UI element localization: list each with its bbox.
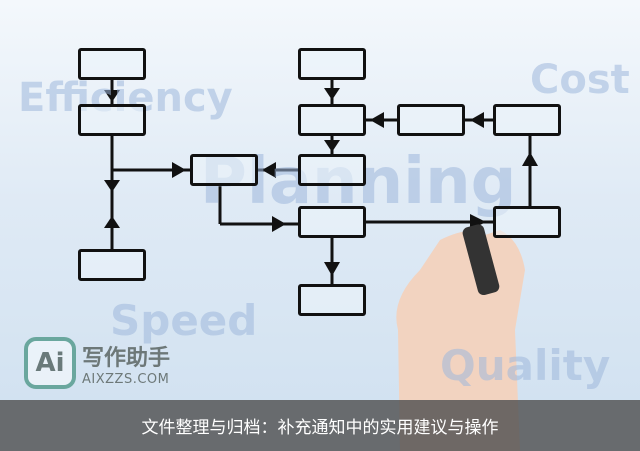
bg-word-speed: Speed (110, 296, 258, 345)
ai-logo-icon: Ai (24, 337, 76, 389)
bg-word-cost: Cost (530, 57, 630, 103)
flow-box (78, 48, 146, 80)
flow-box (298, 154, 366, 186)
flow-box (397, 104, 465, 136)
flow-box (493, 206, 561, 238)
watermark-name: 写作助手 (82, 345, 171, 371)
watermark-domain: AIXZZS.COM (82, 371, 170, 387)
flow-box (298, 206, 366, 238)
flow-box (298, 104, 366, 136)
caption-text: 文件整理与归档：补充通知中的实用建议与操作 (141, 418, 499, 438)
bg-word-quality: Quality (440, 341, 611, 390)
marker-pen (462, 224, 500, 296)
flow-box (78, 249, 146, 281)
flow-box (298, 48, 366, 80)
flow-box (78, 104, 146, 136)
flow-box (493, 104, 561, 136)
flow-box (298, 284, 366, 316)
flow-box (190, 154, 258, 186)
watermark-logo: Ai 写作助手 AIXZZS.COM (24, 337, 170, 389)
caption-bar: 文件整理与归档：补充通知中的实用建议与操作 (0, 400, 640, 451)
